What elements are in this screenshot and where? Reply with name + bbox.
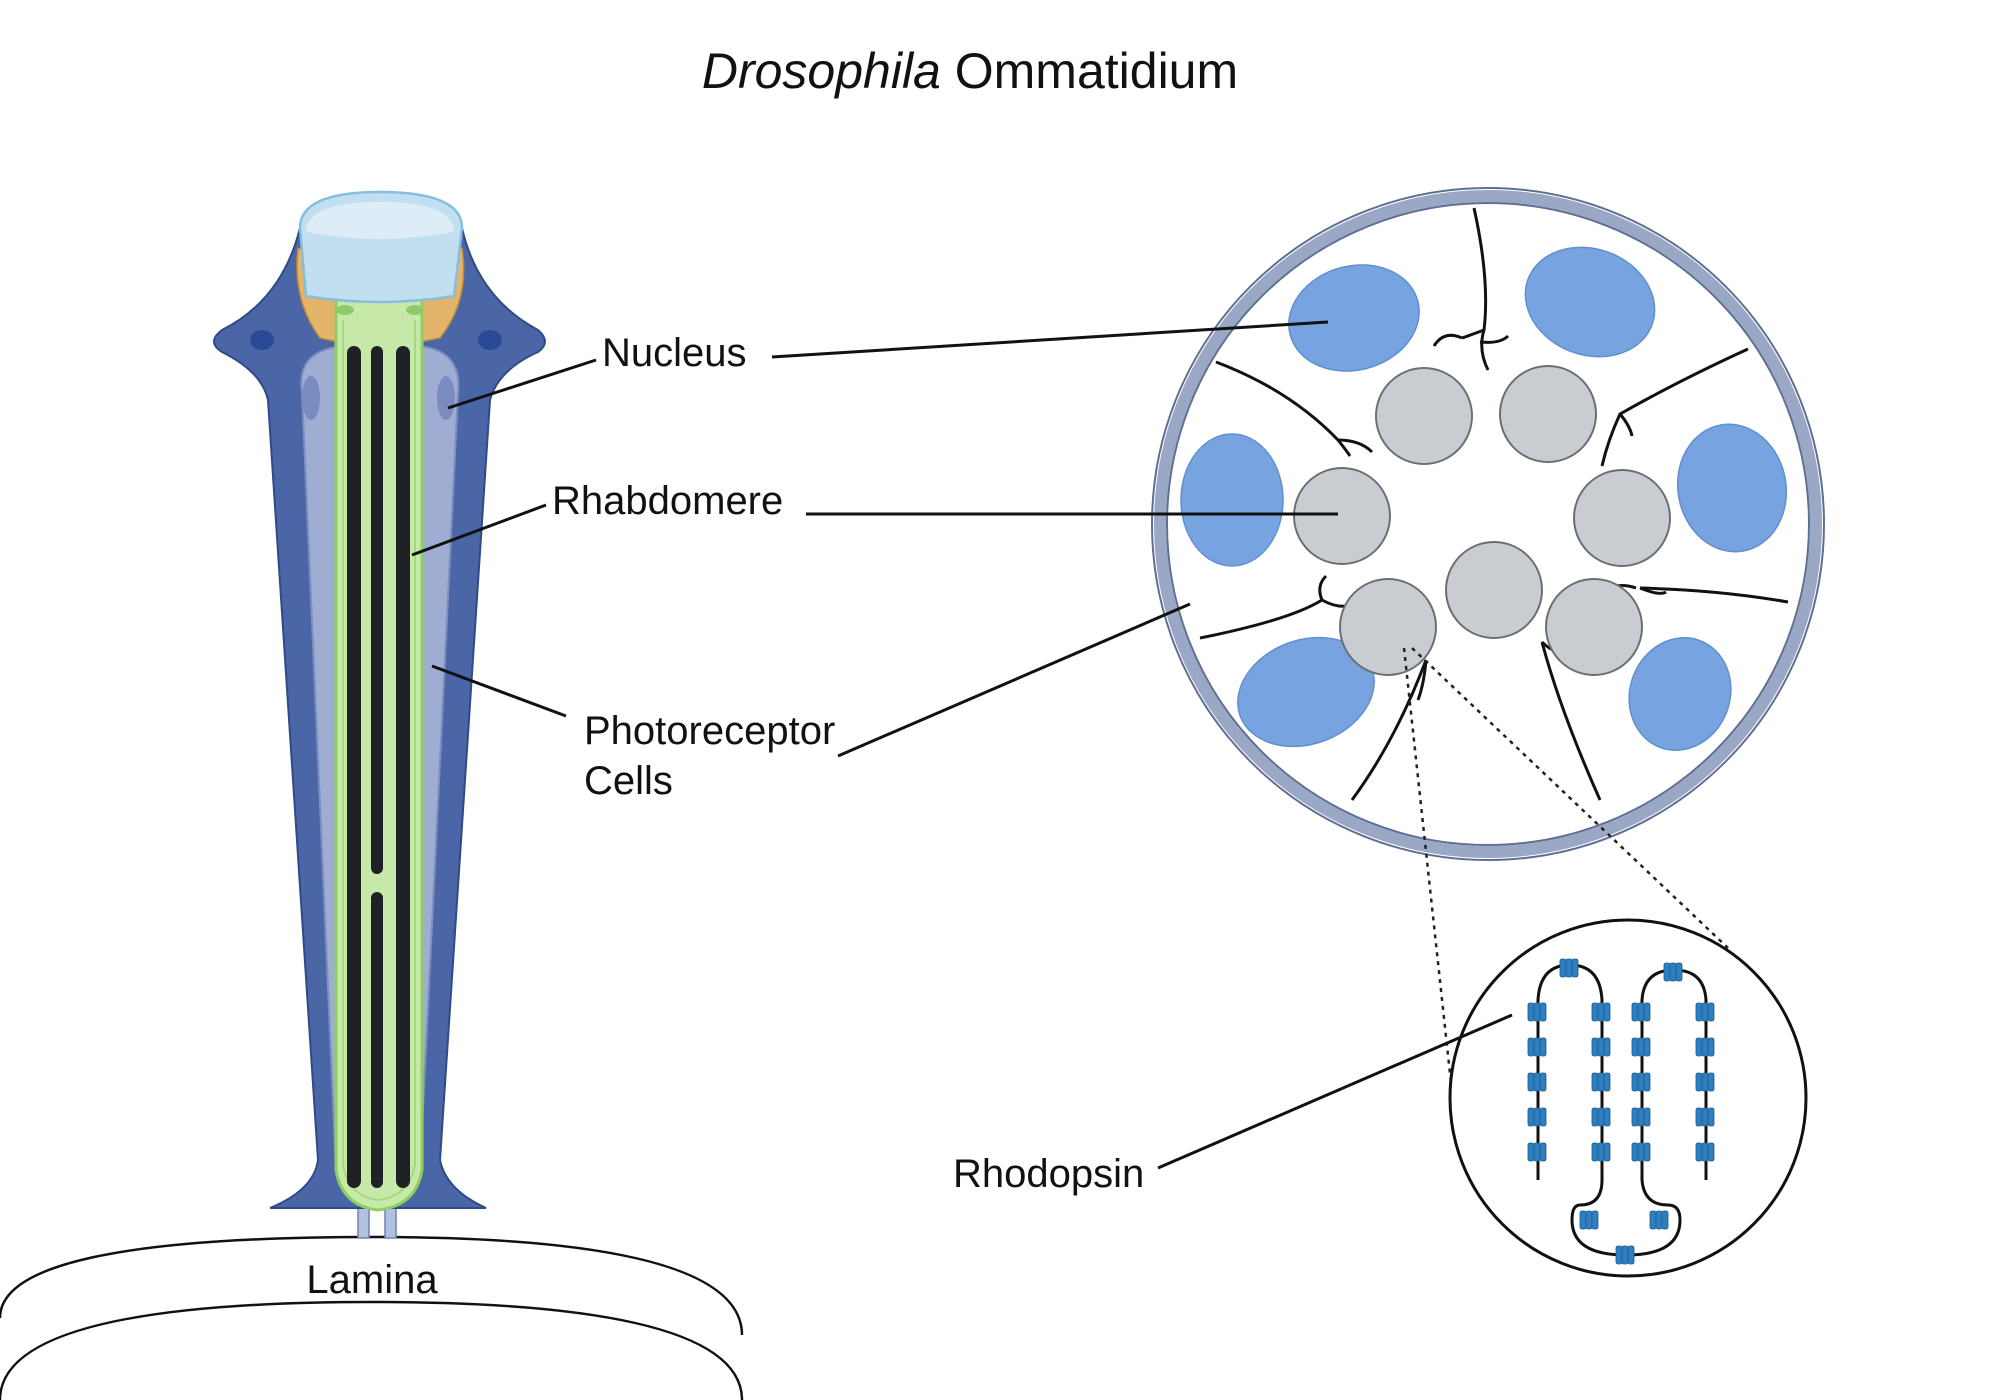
cross-nucleus-2 <box>1524 246 1656 358</box>
rhodopsin-molecule <box>1559 958 1579 978</box>
rhodopsin-molecule <box>1631 1072 1651 1092</box>
cross-nucleus-4 <box>1676 423 1788 553</box>
cross-nucleus-1 <box>1288 264 1420 372</box>
leader-nucleus-cross <box>771 320 1329 359</box>
leader-nucleus-left <box>447 358 597 410</box>
cone-granule-2 <box>406 305 424 315</box>
rhodopsin-molecule <box>1591 1072 1611 1092</box>
cross-rhabdomere-3 <box>1293 467 1391 565</box>
cell-boundaries <box>1199 207 1789 801</box>
rhodopsin-molecule <box>1527 1072 1547 1092</box>
cross-rhabdomere-1 <box>1375 367 1473 465</box>
rhodopsin-molecule <box>1591 1037 1611 1057</box>
rhodopsin-molecule <box>1631 1037 1651 1057</box>
rhabdomere-center-lower <box>371 892 383 1188</box>
label-photoreceptor-line2: Cells <box>584 759 673 803</box>
cross-nucleus-6 <box>1628 637 1732 751</box>
cone-granule-1 <box>336 305 354 315</box>
rhodopsin-proteins <box>1527 958 1715 1265</box>
rhodopsin-membrane-zoom <box>1448 918 1808 1278</box>
rhodopsin-molecule <box>1579 1210 1599 1230</box>
rhodopsin-molecule <box>1615 1245 1635 1265</box>
rhodopsin-molecule <box>1527 1002 1547 1022</box>
zoom-line-right <box>1411 647 1729 949</box>
rhodopsin-molecule <box>1695 1072 1715 1092</box>
leader-photoreceptor-cross <box>837 602 1191 758</box>
rhodopsin-molecule <box>1695 1107 1715 1127</box>
rhodopsin-molecule <box>1591 1002 1611 1022</box>
cross-rhabdomere-2 <box>1499 365 1597 463</box>
cross-rhabdomere-7 <box>1545 578 1643 676</box>
label-nucleus: Nucleus <box>602 331 747 375</box>
photoreceptor-nucleus-left <box>302 376 320 420</box>
cross-rhabdomere-5 <box>1445 541 1543 639</box>
rhodopsin-molecule <box>1591 1107 1611 1127</box>
cross-rhabdomere-6 <box>1339 578 1437 676</box>
rhodopsin-molecule <box>1631 1142 1651 1162</box>
photoreceptor-nucleus-right <box>437 376 455 420</box>
rhodopsin-molecule <box>1631 1107 1651 1127</box>
zoom-line-left <box>1402 647 1454 1093</box>
title-space <box>941 43 955 99</box>
title-rest: Ommatidium <box>955 43 1238 99</box>
title-italic: Drosophila <box>702 43 941 99</box>
rhabdomere-center-upper <box>371 346 383 874</box>
lamina-shape <box>0 1235 744 1400</box>
rhodopsin-molecule <box>1527 1107 1547 1127</box>
leader-photoreceptor-left <box>431 664 567 718</box>
rhodopsin-molecule <box>1527 1037 1547 1057</box>
cross-rhabdomere-4 <box>1573 469 1671 567</box>
label-photoreceptor-line1: Photoreceptor <box>584 709 835 753</box>
cross-section-circle <box>1151 187 1825 861</box>
label-rhodopsin: Rhodopsin <box>953 1152 1144 1196</box>
leader-rhabdomere-left <box>411 503 547 557</box>
ommatidium-illustration <box>213 190 546 1239</box>
lens-highlight <box>306 202 454 239</box>
rhodopsin-molecule <box>1695 1002 1715 1022</box>
rhodopsin-molecule <box>1591 1142 1611 1162</box>
pigment-nucleus-left <box>250 330 274 350</box>
rhodopsin-molecule <box>1527 1142 1547 1162</box>
rhodopsin-molecule <box>1649 1210 1669 1230</box>
label-photoreceptor: Photoreceptor Cells <box>584 709 846 803</box>
rhodopsin-molecule <box>1695 1142 1715 1162</box>
label-lamina: Lamina <box>306 1258 438 1302</box>
pigment-nucleus-right <box>478 330 502 350</box>
rhodopsin-molecule <box>1695 1037 1715 1057</box>
rhodopsin-molecule <box>1663 962 1683 982</box>
label-rhabdomere: Rhabdomere <box>552 479 783 523</box>
rhabdomere-left <box>347 346 361 1188</box>
cross-nucleus-3 <box>1180 433 1284 567</box>
rhodopsin-molecule <box>1631 1002 1651 1022</box>
leader-rhodopsin <box>1157 1013 1513 1170</box>
page-title: Drosophila Ommatidium <box>702 43 1238 99</box>
rhabdom-inner-outline <box>342 320 416 1202</box>
rhabdomere-right <box>396 346 410 1188</box>
